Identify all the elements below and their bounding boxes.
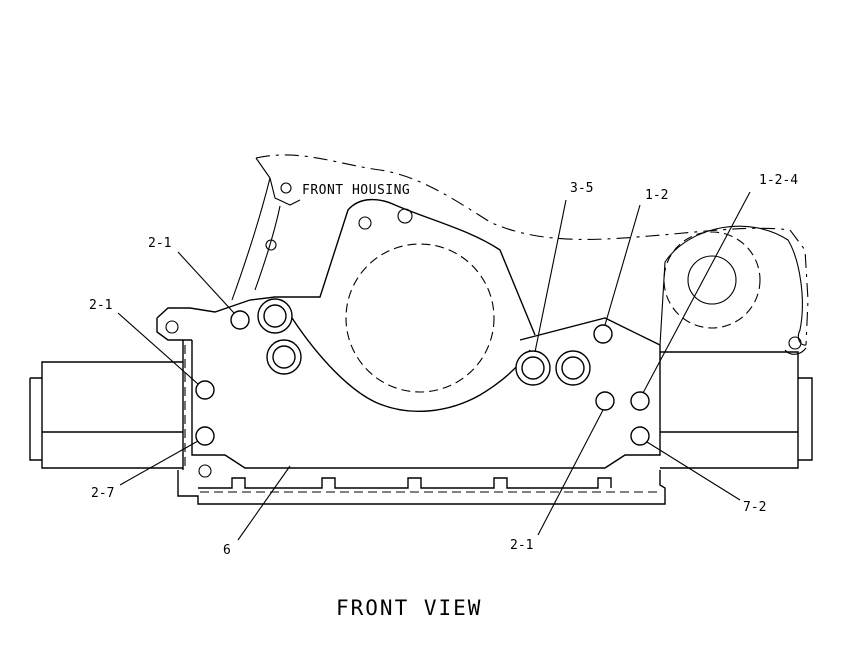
fitting-boss-1-inner xyxy=(263,304,287,328)
callout-label: 7-2 xyxy=(743,500,766,515)
callout-label: 2-7 xyxy=(91,486,114,501)
fitting-hole-4 xyxy=(593,324,613,344)
fitting-boss-2-inner xyxy=(272,345,296,369)
central-gear-outline xyxy=(345,243,495,393)
right-gear-hub xyxy=(687,255,737,305)
fitting-hole-2 xyxy=(195,380,215,400)
fittings xyxy=(195,298,650,446)
leader-c5 xyxy=(534,199,567,353)
callout-label: 1-2-4 xyxy=(759,173,798,188)
fitting-hole-1 xyxy=(230,310,250,330)
fitting-hole-7 xyxy=(630,426,650,446)
housing-hole-a xyxy=(358,216,372,230)
plate-hole-bottom xyxy=(198,464,212,478)
housing-label: FRONT HOUSING xyxy=(302,183,410,198)
fitting-hole-5 xyxy=(595,391,615,411)
fitting-hole-6 xyxy=(630,391,650,411)
main-plate xyxy=(29,198,813,505)
right-gear-outline xyxy=(663,231,761,329)
view-title: FRONT VIEW xyxy=(336,596,482,620)
housing-hole-small xyxy=(280,182,292,194)
leader-c7 xyxy=(642,191,751,394)
fitting-boss-3-inner xyxy=(521,356,545,380)
callout-label: 3-5 xyxy=(570,181,593,196)
callout-label: 2-1 xyxy=(148,236,171,251)
leader-c6 xyxy=(604,204,641,326)
callout-label: 6 xyxy=(223,543,231,558)
callout-label: 2-1 xyxy=(510,538,533,553)
plate-hole-left xyxy=(165,320,179,334)
fitting-boss-4-inner xyxy=(561,356,585,380)
housing-hole-left xyxy=(265,239,277,251)
callout-label: 1-2 xyxy=(645,188,668,203)
right-gear-hole xyxy=(788,336,802,350)
callout-label: 2-1 xyxy=(89,298,112,313)
leader-lines xyxy=(117,191,751,541)
fitting-hole-3 xyxy=(195,426,215,446)
leader-c8 xyxy=(537,409,604,536)
leader-c4 xyxy=(237,465,291,541)
leader-c3 xyxy=(119,440,199,486)
leader-c1 xyxy=(177,251,235,314)
leader-c9 xyxy=(646,441,741,501)
leader-c2 xyxy=(117,312,199,385)
callout-labels: 2-1 2-1 2-7 6 3-5 1-2 1-2-4 2-1 7-2 xyxy=(89,173,798,558)
